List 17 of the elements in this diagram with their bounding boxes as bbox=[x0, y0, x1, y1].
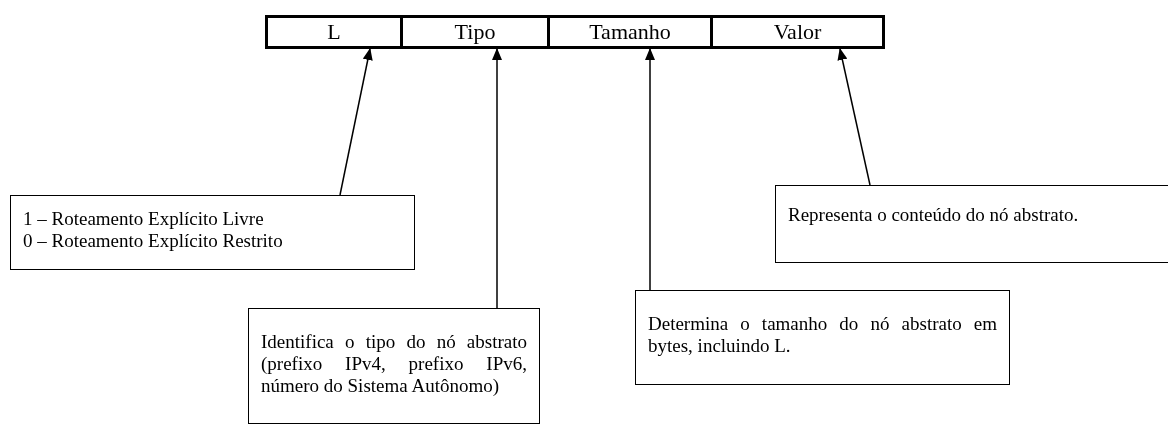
callout-text: 0 – Roteamento Explícito Restrito bbox=[23, 229, 284, 252]
field-cell: L bbox=[265, 15, 403, 49]
field-cell: Tipo bbox=[400, 15, 550, 49]
callout-box bbox=[248, 308, 540, 424]
callout-box bbox=[635, 290, 1010, 385]
arrow bbox=[645, 48, 655, 291]
callout-text: Determina o tamanho do nó abstrato em bytes, incluindo L. bbox=[648, 313, 997, 357]
callout-box bbox=[775, 185, 1168, 263]
callout-text: 1 – Roteamento Explícito Livre bbox=[23, 208, 265, 230]
callout-box bbox=[10, 195, 415, 270]
arrow bbox=[492, 48, 502, 309]
callout-text: Identifica o tipo do nó abstrato (prefixo IPv4, prefixo IPv6, número do Sistema Autônomo) bbox=[261, 331, 527, 397]
field-cell: Tamanho bbox=[547, 15, 713, 49]
field-cell: Valor bbox=[710, 15, 885, 49]
callout-text: Representa o conteúdo do nó abstrato. bbox=[788, 204, 1080, 226]
arrow bbox=[837, 48, 871, 186]
arrow bbox=[339, 48, 373, 196]
